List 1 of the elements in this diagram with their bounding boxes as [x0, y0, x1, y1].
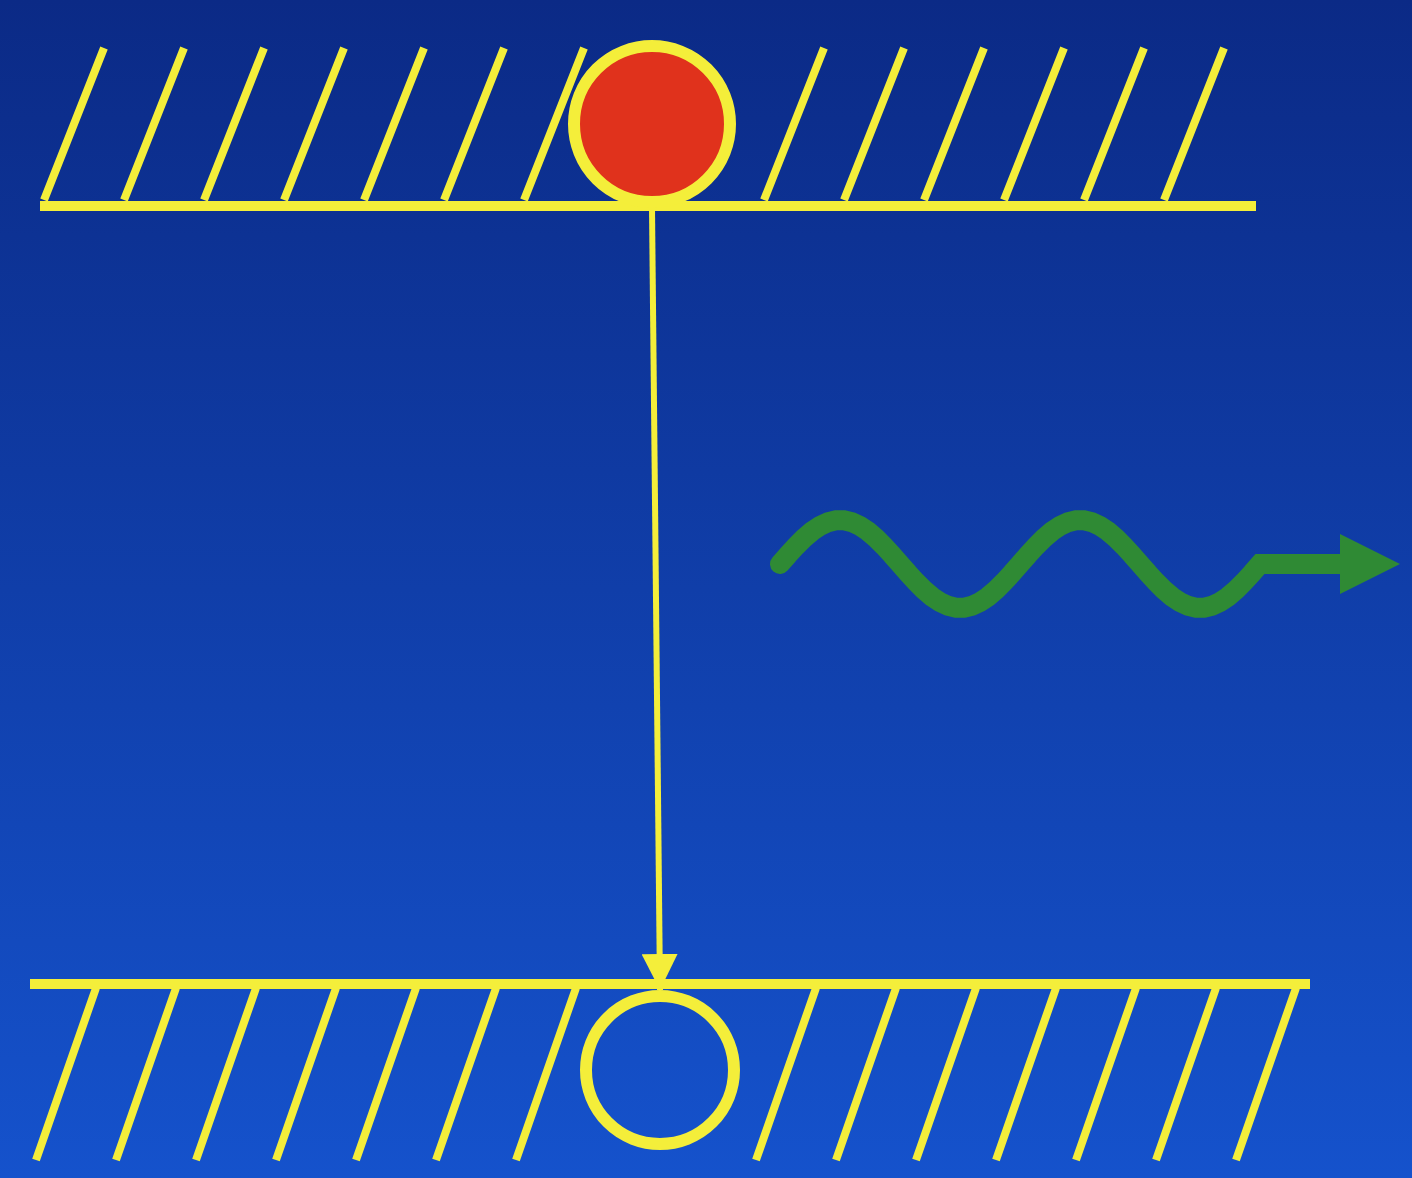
arrow [641, 207, 678, 991]
